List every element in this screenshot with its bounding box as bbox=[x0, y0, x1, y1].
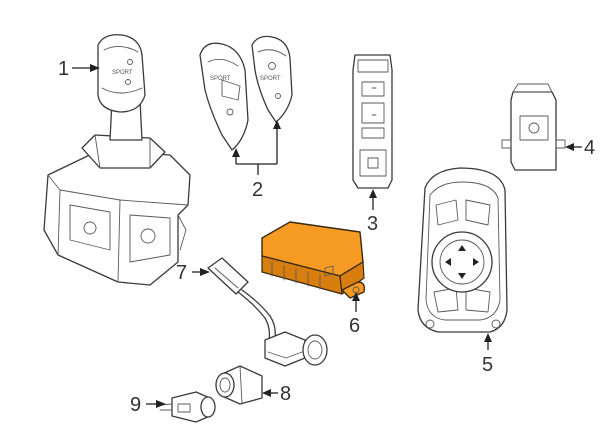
callout-9: 9 bbox=[130, 394, 141, 416]
callout-6: 6 bbox=[349, 315, 360, 337]
idrive-controller bbox=[417, 167, 508, 333]
switch-panel-vertical bbox=[352, 54, 393, 189]
callout-8: 8 bbox=[280, 383, 291, 405]
callout-5: 5 bbox=[482, 354, 493, 376]
shifter-sport-marking: SPORT bbox=[112, 70, 133, 76]
small-socket bbox=[159, 391, 216, 423]
antenna-cable bbox=[207, 257, 328, 367]
parking-brake-switch bbox=[501, 83, 566, 171]
callout-7: 7 bbox=[176, 262, 187, 284]
callout-4: 4 bbox=[584, 137, 595, 159]
callout-labels: 1 2 3 4 5 6 7 8 9 bbox=[58, 58, 595, 416]
callout-1: 1 bbox=[58, 58, 69, 80]
paddle-left-sport-marking: SPORT bbox=[210, 76, 231, 82]
paddle-right-sport-marking: SPORT bbox=[260, 76, 281, 82]
control-module-highlighted bbox=[261, 221, 366, 299]
callout-2: 2 bbox=[252, 179, 263, 201]
leader-lines bbox=[72, 64, 582, 408]
gear-shifter-assembly: SPORT bbox=[43, 34, 191, 286]
power-socket bbox=[215, 365, 263, 405]
paddle-shifters: SPORT SPORT bbox=[199, 35, 293, 151]
callout-3: 3 bbox=[367, 213, 378, 235]
